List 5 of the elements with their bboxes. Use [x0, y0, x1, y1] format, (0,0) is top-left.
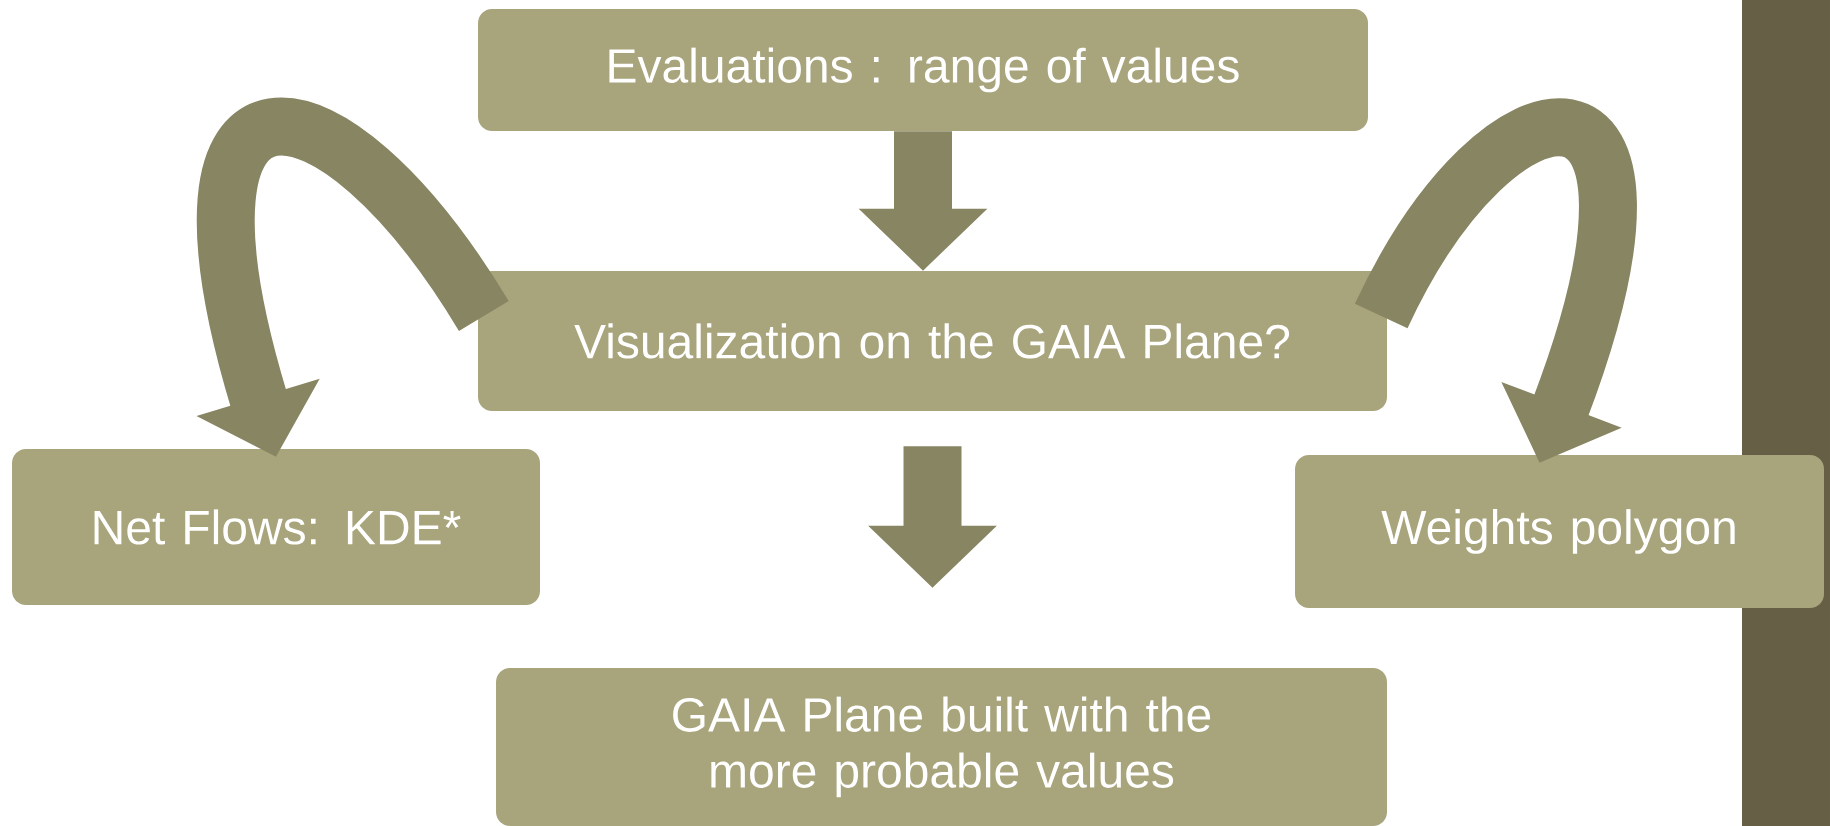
process-box: Weights polygon [1295, 455, 1824, 608]
process-box: Net Flows: KDE* [12, 449, 540, 605]
process-box: Evaluations : range of values [478, 9, 1368, 131]
process-box: GAIA Plane built with the more probable values [496, 668, 1387, 826]
process-box: Visualization on the GAIA Plane? [478, 271, 1387, 411]
